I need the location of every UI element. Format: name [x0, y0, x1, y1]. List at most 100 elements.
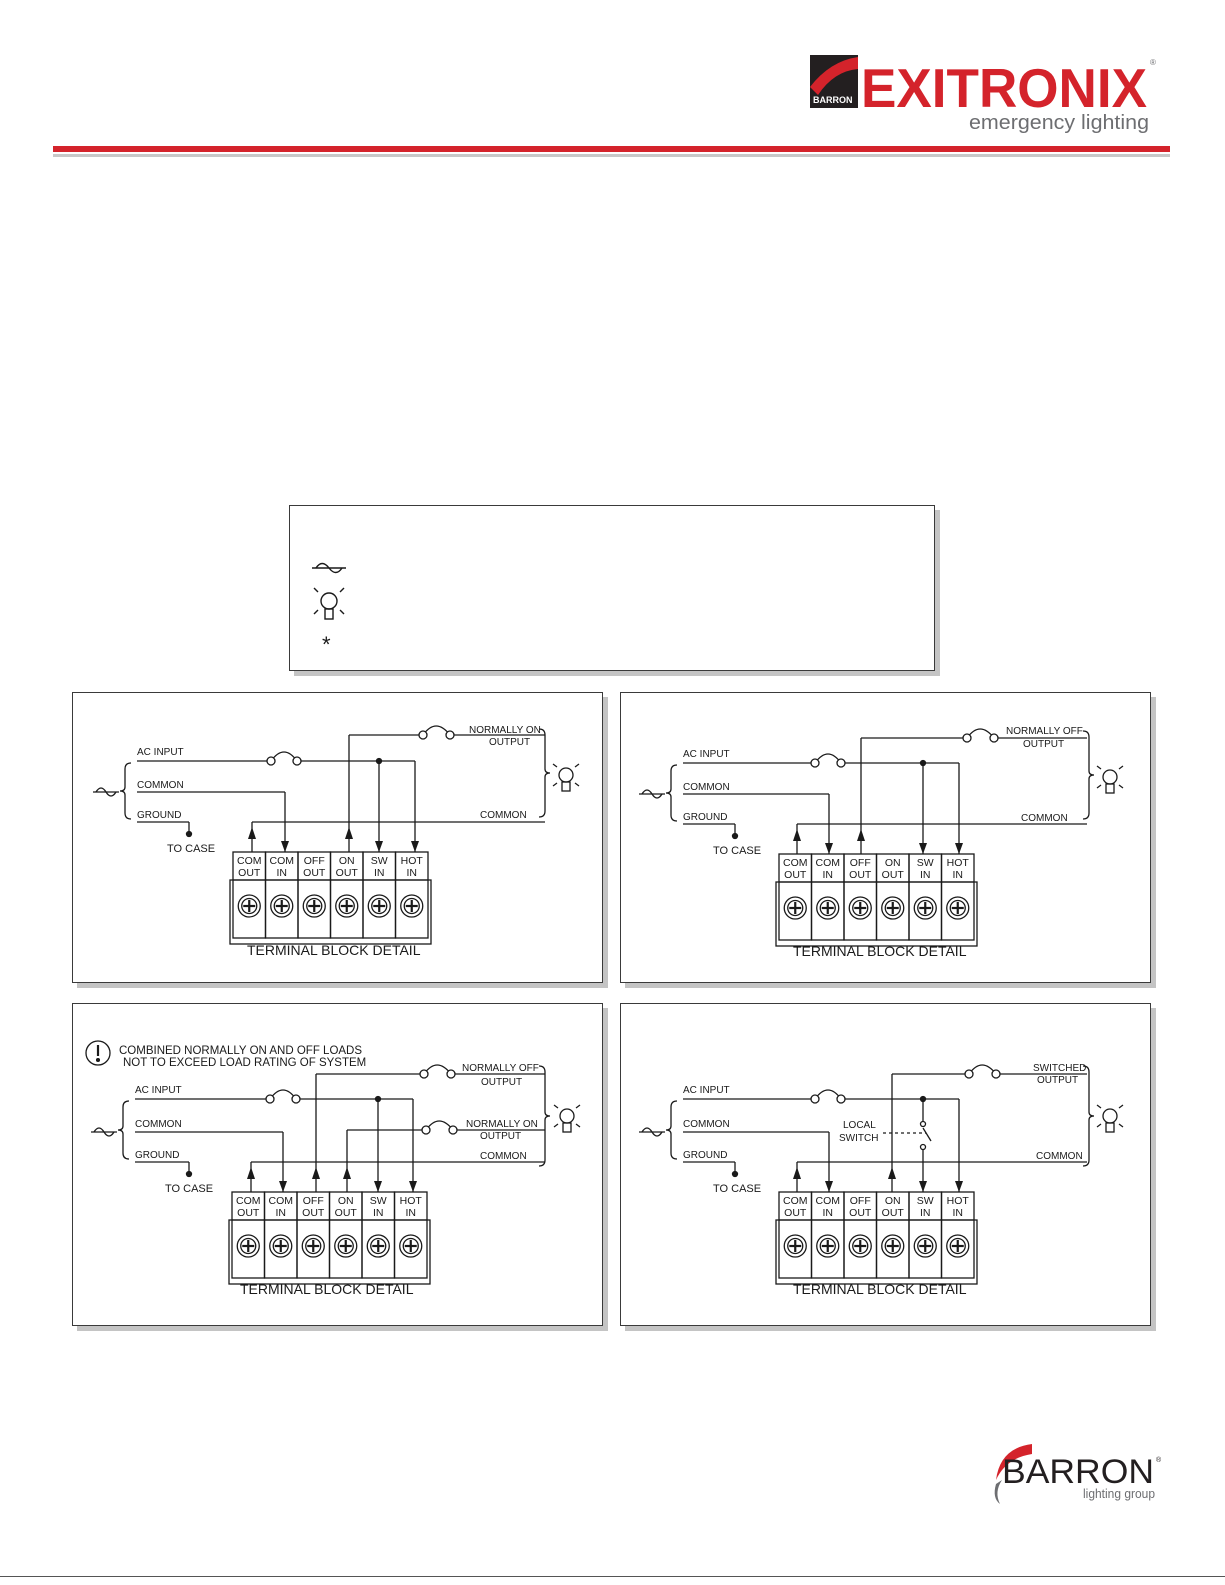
logo-badge-text: BARRON — [813, 95, 853, 105]
header-rule-gray — [53, 154, 1170, 157]
terminal-label-line2: OUT — [784, 869, 807, 881]
terminal-label-line2: OUT — [302, 1207, 325, 1219]
terminal-screw-icon — [334, 1234, 358, 1258]
terminal-label-line2: OUT — [882, 869, 905, 881]
to-case-label: TO CASE — [713, 845, 761, 857]
terminal-label-line2: OUT — [849, 869, 872, 881]
terminal-screw-icon — [783, 1234, 807, 1258]
arrow-down — [919, 1181, 927, 1192]
terminal-label-line2: IN — [953, 869, 964, 881]
terminal-label-line1: COM — [816, 857, 841, 869]
terminal-label-line2: OUT — [238, 867, 261, 879]
terminal-screw-icon — [946, 896, 970, 920]
terminal-label-line2: IN — [823, 869, 834, 881]
output-label-line2: OUTPUT — [1037, 1075, 1078, 1086]
common-return-label: COMMON — [480, 810, 527, 821]
terminal-label-line2: IN — [406, 1207, 417, 1219]
common-label: COMMON — [137, 780, 184, 791]
arrow-down — [281, 841, 289, 852]
barron-registered: ® — [1156, 1456, 1162, 1464]
output-label-line1: NORMALLY OFF — [1006, 726, 1083, 737]
terminal-label-line1: HOT — [400, 1195, 423, 1207]
common-return-label: COMMON — [480, 1151, 527, 1162]
terminal-label-line2: IN — [374, 867, 385, 879]
arrow-down — [279, 1181, 287, 1192]
terminal-label-line1: SW — [917, 857, 934, 869]
terminal-screw-icon — [783, 896, 807, 920]
logo-wordmark: EXITRONIX — [861, 57, 1147, 119]
terminal-label-line2: OUT — [849, 1207, 872, 1219]
terminal-label-line2: IN — [920, 1207, 931, 1219]
arrow-down — [375, 841, 383, 852]
output-on-label-line2: OUTPUT — [480, 1131, 521, 1142]
barron-swoosh-icon — [996, 1444, 1032, 1480]
terminal-label-line1: ON — [885, 857, 901, 869]
terminal-screw-icon — [881, 1234, 905, 1258]
input-brace — [117, 1100, 130, 1160]
ac-source-icon — [639, 789, 665, 799]
terminal-label-line1: SW — [370, 1195, 387, 1207]
terminal-label-line2: OUT — [237, 1207, 260, 1219]
local-switch-icon — [922, 1127, 932, 1142]
terminal-label-line2: OUT — [335, 1207, 358, 1219]
header-rule-red — [53, 146, 1170, 152]
arrow-down — [409, 1181, 417, 1192]
lamp-load-icon — [552, 763, 580, 792]
terminal-screw-icon — [816, 1234, 840, 1258]
ac-source-icon — [639, 1127, 665, 1137]
terminal-label-line2: OUT — [784, 1207, 807, 1219]
terminal-label-line1: HOT — [401, 855, 424, 867]
arrow-up — [312, 1167, 320, 1179]
terminal-screw-icon — [816, 896, 840, 920]
lamp-load-icon — [313, 587, 345, 620]
lamp-load-icon — [1096, 765, 1124, 794]
terminal-label-line1: COM — [816, 1195, 841, 1207]
barron-logo: BARRON ® lighting group — [994, 1444, 1162, 1504]
logo-registered: ® — [1150, 58, 1156, 67]
ac-source-icon — [312, 562, 346, 574]
output-label-line2: OUTPUT — [1023, 739, 1064, 750]
input-brace — [119, 762, 132, 820]
terminal-screw-icon — [399, 1234, 423, 1258]
terminal-label-line1: HOT — [947, 857, 970, 869]
lamp-load-icon — [1096, 1104, 1124, 1133]
terminal-screw-icon — [881, 896, 905, 920]
terminal-label-line1: OFF — [304, 855, 325, 867]
terminal-label-line2: OUT — [336, 867, 359, 879]
terminal-label-line2: OUT — [303, 867, 326, 879]
arrow-down — [411, 841, 419, 852]
barron-tagline: lighting group — [1083, 1486, 1155, 1501]
barron-wordmark: BARRON — [1002, 1453, 1154, 1491]
input-brace — [665, 1100, 678, 1160]
arrow-up — [343, 1167, 351, 1179]
terminal-label-line2: IN — [407, 867, 418, 879]
input-brace — [665, 764, 678, 822]
terminal-label-line1: SW — [371, 855, 388, 867]
terminal-screw-icon — [301, 1234, 325, 1258]
terminal-label-line2: OUT — [882, 1207, 905, 1219]
logo-tagline: emergency lighting — [969, 112, 1149, 134]
warning-icon — [85, 1040, 111, 1066]
terminal-screw-icon — [366, 1234, 390, 1258]
ac-source-icon — [93, 787, 119, 797]
warning-line2: NOT TO EXCEED LOAD RATING OF SYSTEM — [123, 1057, 366, 1069]
terminal-screw-icon — [913, 1234, 937, 1258]
